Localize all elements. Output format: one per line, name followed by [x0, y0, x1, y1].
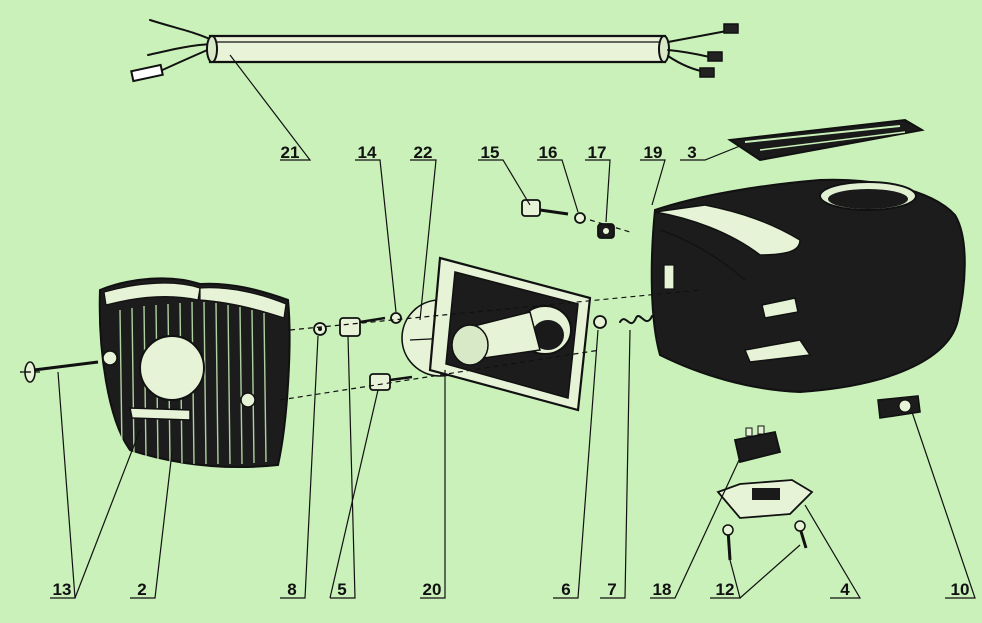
- lamp-lens: [98, 277, 291, 468]
- nut-5-lower: [369, 373, 391, 391]
- reflector-frame: [428, 256, 592, 412]
- label-19: 19: [644, 143, 663, 162]
- label-6: 6: [561, 580, 570, 599]
- label-17: 17: [588, 143, 607, 162]
- label-4: 4: [840, 580, 850, 599]
- clip-14: [390, 312, 402, 324]
- label-22: 22: [414, 143, 433, 162]
- leader-lines: [50, 54, 976, 599]
- label-8: 8: [287, 580, 296, 599]
- label-5: 5: [337, 580, 346, 599]
- assembly-lines: [20, 219, 701, 401]
- label-14: 14: [358, 143, 377, 162]
- top-hardware: [521, 199, 615, 239]
- wiring-harness: [130, 19, 739, 83]
- lamp-housing: [650, 178, 966, 394]
- label-7: 7: [607, 580, 616, 599]
- label-3: 3: [687, 143, 696, 162]
- label-13: 13: [53, 580, 72, 599]
- label-2: 2: [137, 580, 146, 599]
- trim-strip: [727, 118, 925, 162]
- switch-and-bracket: [716, 395, 921, 561]
- spring-7: [619, 315, 653, 325]
- label-10: 10: [951, 580, 970, 599]
- label-20: 20: [423, 580, 442, 599]
- nut-5-upper: [339, 317, 361, 337]
- label-18: 18: [653, 580, 672, 599]
- label-12: 12: [716, 580, 735, 599]
- label-15: 15: [481, 143, 500, 162]
- part-labels: 21 14 22 15 16 17 19 3 13 2 8 5 20 6 7 1…: [53, 143, 970, 599]
- washer-6: [593, 315, 607, 329]
- label-21: 21: [281, 143, 300, 162]
- label-16: 16: [539, 143, 558, 162]
